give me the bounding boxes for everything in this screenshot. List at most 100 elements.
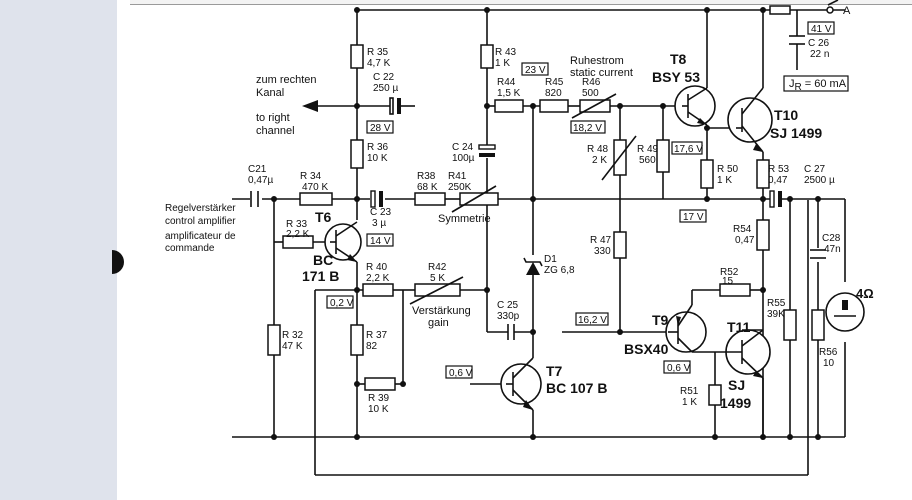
resistor-r52 — [719, 283, 751, 297]
page-top-edge — [130, 0, 912, 5]
label-c24: C 24 — [452, 142, 474, 153]
label-r52: R52 — [720, 267, 739, 278]
label-r34: R 34 — [300, 171, 322, 182]
label-r41: R41 — [448, 171, 467, 182]
schematic-page — [118, 0, 912, 500]
label-c22: C 22 — [373, 72, 395, 83]
svg-text:SJ: SJ — [728, 377, 745, 393]
svg-text:22 n: 22 n — [810, 49, 829, 60]
voltage-23v: 23 V — [525, 65, 546, 76]
voltage-16-2v: 16,2 V — [578, 315, 607, 326]
svg-text:1 K: 1 K — [682, 397, 697, 408]
r41-trim-arrow — [451, 185, 497, 213]
svg-text:250 µ: 250 µ — [373, 83, 398, 94]
resistor-r44 — [494, 99, 524, 113]
svg-text:BC 107 B: BC 107 B — [546, 380, 607, 396]
label-c28: C28 — [822, 233, 841, 244]
capacitor-c22-plate-b — [397, 98, 401, 114]
svg-text:3 µ: 3 µ — [372, 218, 386, 229]
label-c23: C 23 — [370, 207, 392, 218]
label-r33: R 33 — [286, 219, 308, 230]
resistor-r43 — [480, 44, 494, 69]
label-r46: R46 — [582, 77, 601, 88]
label-speaker: 4Ω — [856, 286, 874, 301]
resistor-r45 — [539, 99, 569, 113]
resistor-r51 — [708, 384, 722, 406]
label-r37: R 37 — [366, 330, 388, 341]
label-r50: R 50 — [717, 164, 739, 175]
voltage-0-2v: 0,2 V — [330, 298, 354, 309]
resistors — [267, 44, 825, 406]
supply-terminal — [826, 6, 834, 14]
binder-hole — [112, 250, 124, 274]
svg-text:commande: commande — [165, 243, 215, 254]
svg-text:82: 82 — [366, 341, 378, 352]
svg-text:5 K: 5 K — [430, 273, 445, 284]
label-t9: T9 — [652, 312, 669, 328]
r46-trim-arrow — [571, 93, 617, 119]
voltage-41v: 41 V — [811, 24, 832, 35]
r42-trim-arrow — [409, 276, 464, 305]
transistor-t10 — [727, 87, 773, 153]
voltage-17-6v: 17,6 V — [674, 144, 703, 155]
resistor-r56 — [811, 309, 825, 341]
label-r54: R54 — [733, 224, 752, 235]
capacitor-c23 — [370, 190, 376, 208]
resistor-r40 — [362, 283, 394, 297]
label-c25: C 25 — [497, 300, 519, 311]
label-r43: R 43 — [495, 47, 517, 58]
annotations: zum rechten Kanal to right channel Regel… — [165, 5, 874, 329]
svg-text:820: 820 — [545, 88, 562, 99]
svg-text:560: 560 — [639, 155, 656, 166]
svg-text:BC: BC — [313, 252, 333, 268]
svg-text:0,47µ: 0,47µ — [248, 175, 273, 186]
label-r38: R38 — [417, 171, 436, 182]
svg-text:1 K: 1 K — [717, 175, 732, 186]
label-r40: R 40 — [366, 262, 388, 273]
svg-text:47n: 47n — [824, 244, 841, 255]
label-gain-en: gain — [428, 317, 449, 329]
resistor-r50 — [700, 159, 714, 189]
svg-text:2,2 K: 2,2 K — [286, 229, 310, 240]
voltage-labels: 41 V 28 V 23 V 18,2 V 17,6 V 17 V 14 V 1… — [326, 21, 849, 379]
svg-text:330p: 330p — [497, 311, 520, 322]
left-side-panel — [0, 0, 117, 500]
jr-label: J — [789, 78, 795, 90]
label-r36: R 36 — [367, 142, 389, 153]
label-c21: C21 — [248, 164, 267, 175]
resistor-r47 — [613, 231, 627, 259]
capacitor-c22-plate-a — [389, 97, 394, 115]
label-r32: R 32 — [282, 330, 304, 341]
voltage-18-2v: 18,2 V — [573, 123, 602, 134]
svg-text:47 K: 47 K — [282, 341, 303, 352]
label-t11: T11 — [727, 319, 751, 335]
svg-text:470 K: 470 K — [302, 182, 328, 193]
svg-text:BSX40: BSX40 — [624, 341, 669, 357]
label-r44: R44 — [497, 77, 516, 88]
transistor-labels: T6 BC 171 B T7 BC 107 B T8 BSY 53 T9 BSX… — [302, 51, 822, 411]
transistor-t6 — [324, 221, 362, 263]
resistor-r39 — [364, 377, 396, 391]
svg-text:15: 15 — [722, 276, 734, 287]
svg-text:68 K: 68 K — [417, 182, 438, 193]
resistor-r54 — [756, 219, 770, 251]
label-quiescent-en: static current — [570, 67, 633, 79]
resistor-r35 — [350, 44, 364, 69]
svg-text:0,47: 0,47 — [768, 175, 788, 186]
voltage-14v: 14 V — [370, 236, 391, 247]
zener-diode-d1 — [526, 262, 540, 275]
svg-text:BSY 53: BSY 53 — [652, 69, 700, 85]
output-arrow-icon — [302, 100, 318, 112]
voltage-17v: 17 V — [683, 212, 704, 223]
label-t10: T10 — [774, 107, 798, 123]
transistor-t11 — [715, 329, 771, 437]
svg-text:171 B: 171 B — [302, 268, 339, 284]
svg-text:100µ: 100µ — [452, 153, 475, 164]
component-labels: R 35 4,7 K C 22 250 µ R 36 10 K R 43 1 K… — [248, 38, 841, 415]
label-c26: C 26 — [808, 38, 830, 49]
svg-text:2500 µ: 2500 µ — [804, 175, 835, 186]
label-channel-de: zum rechten — [256, 74, 317, 86]
label-d1: D1 — [544, 254, 557, 265]
voltage-0-6v-t9: 0,6 V — [667, 363, 691, 374]
